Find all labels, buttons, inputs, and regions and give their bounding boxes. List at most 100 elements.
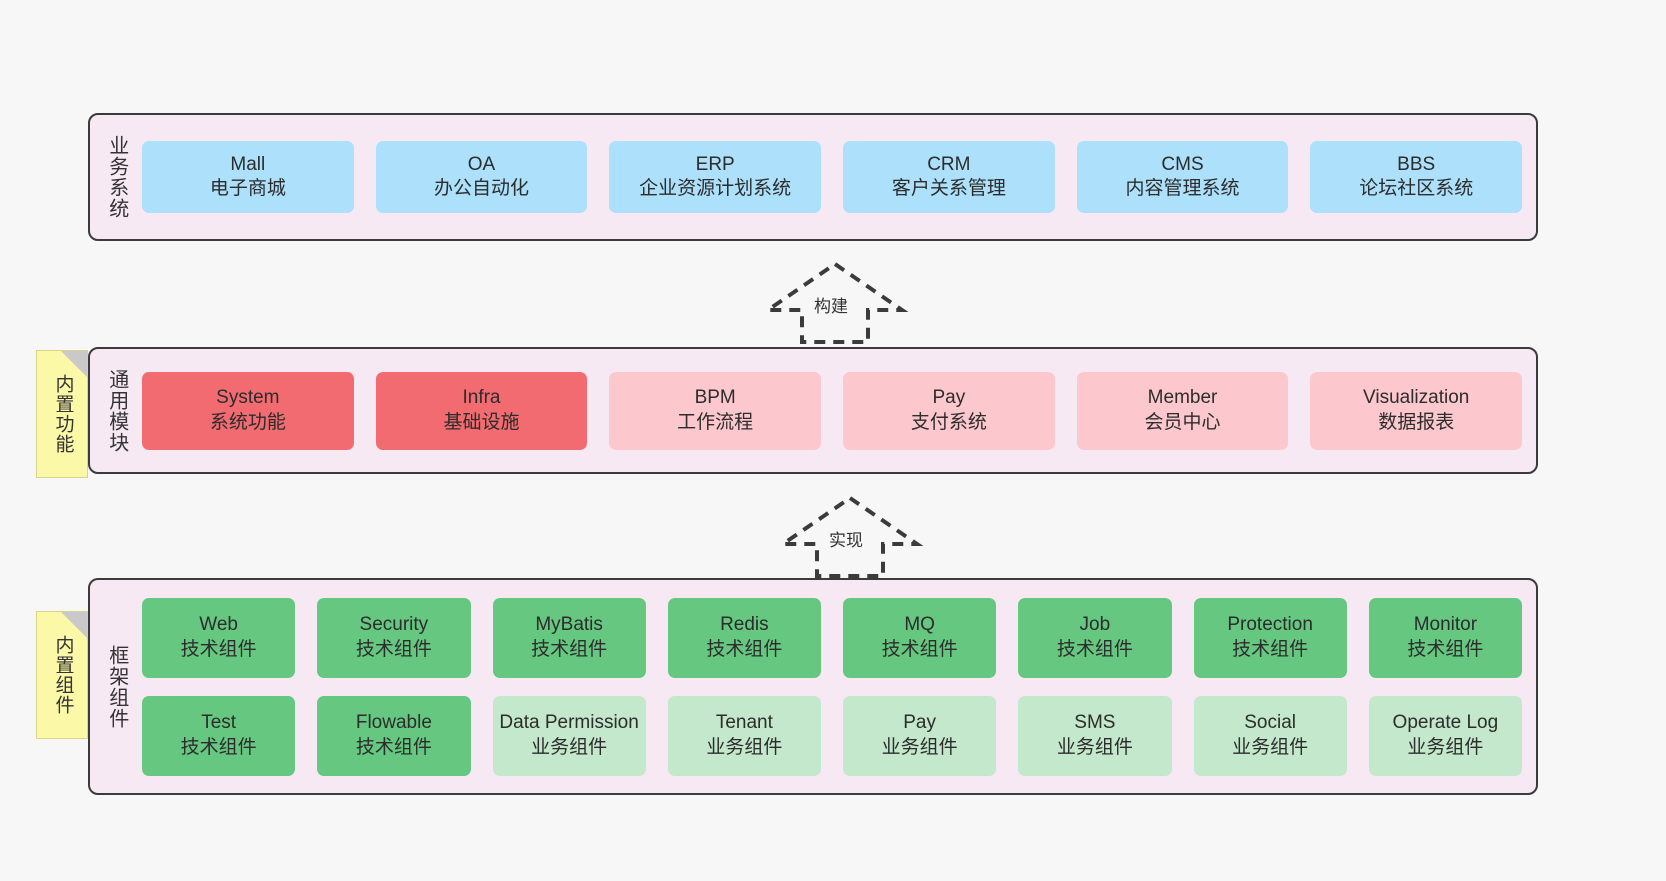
layer-common-modules: 通用模块 System 系统功能 Infra 基础设施 BPM 工作流程 Pay… [88,347,1538,474]
card-title-en: Pay [932,387,966,409]
card-title-en: Visualization [1363,387,1470,409]
layer-body-business: Mall 电子商城 OA 办公自动化 ERP 企业资源计划系统 CRM 客户关系… [138,115,1536,239]
card-title-cn: 业务组件 [1056,736,1133,758]
card-title-en: Operate Log [1392,712,1499,734]
card-title-cn: 支付系统 [910,411,987,433]
card-title-en: Test [201,712,237,734]
card-title-en: Redis [720,614,769,636]
card-title-en: OA [467,153,496,175]
card-system[interactable]: System 系统功能 [142,371,354,450]
card-title-cn: 会员中心 [1144,411,1221,433]
card-title-cn: 系统功能 [209,411,286,433]
card-title-en: Mall [230,153,266,175]
card-title-cn: 技术组件 [1407,638,1484,660]
layer-title-framework: 框架组件 [105,644,128,729]
card-title-cn: 技术组件 [180,638,257,660]
card-title-en: Job [1079,614,1111,636]
card-title-cn: 客户关系管理 [891,178,1006,199]
note-builtin-component-label: 内置组件 [52,635,74,715]
card-title-en: Infra [462,387,501,409]
card-grid: Web 技术组件 Security 技术组件 MyBatis 技术组件 Redi… [142,597,1522,776]
card-title-en: ERP [695,153,735,175]
layer-business-systems: 业务系统 Mall 电子商城 OA 办公自动化 ERP 企业资源计划系统 CRM… [88,113,1538,241]
card-title-cn: 技术组件 [531,638,608,660]
card-title-cn: 技术组件 [881,638,958,660]
card-title-en: SMS [1074,712,1116,734]
card-security[interactable]: Security 技术组件 [317,597,471,678]
connector-implement-shape [776,495,924,578]
layer-title-modules: 通用模块 [105,368,128,453]
card-sms[interactable]: SMS 业务组件 [1018,695,1172,776]
card-title-en: Web [199,614,238,636]
card-social[interactable]: Social 业务组件 [1193,695,1347,776]
card-title-en: Tenant [715,712,773,734]
note-fold-icon [61,612,87,638]
card-title-en: CMS [1161,153,1204,175]
card-title-cn: 业务组件 [881,736,958,758]
card-visualization[interactable]: Visualization 数据报表 [1310,371,1523,450]
card-monitor[interactable]: Monitor 技术组件 [1368,597,1522,678]
card-protection[interactable]: Protection 技术组件 [1193,597,1347,678]
card-data-permission[interactable]: Data Permission 业务组件 [492,695,646,776]
card-job[interactable]: Job 技术组件 [1018,597,1172,678]
card-title-en: MyBatis [535,614,603,636]
card-title-en: Monitor [1413,614,1478,636]
card-title-cn: 技术组件 [355,638,432,660]
card-title-cn: 内容管理系统 [1125,178,1240,199]
card-pay-module[interactable]: Pay 支付系统 [843,371,1055,450]
card-cms[interactable]: CMS 内容管理系统 [1076,141,1289,213]
card-title-en: Protection [1227,614,1313,636]
card-title-en: System [216,387,280,409]
card-row: Mall 电子商城 OA 办公自动化 ERP 企业资源计划系统 CRM 客户关系… [142,141,1523,213]
card-member[interactable]: Member 会员中心 [1076,371,1289,450]
layer-framework-components: 框架组件 Web 技术组件 Security 技术组件 MyBatis 技术组件 [88,578,1538,795]
card-title-en: MQ [904,614,935,636]
connector-implement: 实现 [765,492,935,578]
note-builtin-function-label: 内置功能 [52,374,74,454]
card-test[interactable]: Test 技术组件 [142,695,296,776]
card-crm[interactable]: CRM 客户关系管理 [843,141,1055,213]
card-flowable[interactable]: Flowable 技术组件 [317,695,471,776]
connector-build-label: 构建 [812,292,850,317]
card-title-en: BBS [1397,153,1436,175]
card-web[interactable]: Web 技术组件 [142,597,296,678]
layer-body-modules: System 系统功能 Infra 基础设施 BPM 工作流程 Pay 支付系统… [138,349,1536,472]
card-operate-log[interactable]: Operate Log 业务组件 [1368,695,1522,776]
note-builtin-function[interactable]: 内置功能 [36,350,88,478]
connector-implement-label: 实现 [827,526,865,551]
note-builtin-component[interactable]: 内置组件 [36,611,88,739]
card-title-cn: 技术组件 [1232,638,1309,660]
card-mq[interactable]: MQ 技术组件 [843,597,997,678]
card-bpm[interactable]: BPM 工作流程 [609,371,822,450]
card-pay-component[interactable]: Pay 业务组件 [843,695,997,776]
card-oa[interactable]: OA 办公自动化 [375,141,588,213]
card-title-cn: 电子商城 [209,178,286,199]
card-title-cn: 企业资源计划系统 [639,178,792,199]
card-infra[interactable]: Infra 基础设施 [375,371,588,450]
card-title-en: Flowable [355,712,432,734]
card-erp[interactable]: ERP 企业资源计划系统 [609,141,822,213]
note-fold-icon [61,351,87,377]
card-title-cn: 数据报表 [1378,411,1455,433]
card-title-cn: 工作流程 [677,411,754,433]
card-row-business: Test 技术组件 Flowable 技术组件 Data Permission … [142,695,1522,776]
card-mall[interactable]: Mall 电子商城 [142,141,354,213]
card-title-en: Member [1147,387,1218,409]
card-redis[interactable]: Redis 技术组件 [667,597,821,678]
card-title-cn: 业务组件 [1407,736,1484,758]
card-bbs[interactable]: BBS 论坛社区系统 [1310,141,1523,213]
card-title-cn: 业务组件 [706,736,783,758]
card-tenant[interactable]: Tenant 业务组件 [667,695,821,776]
connector-build-shape [761,261,909,344]
card-title-en: Security [359,614,429,636]
card-title-cn: 技术组件 [180,736,257,758]
card-mybatis[interactable]: MyBatis 技术组件 [492,597,646,678]
connector-build: 构建 [750,258,920,344]
layer-body-framework: Web 技术组件 Security 技术组件 MyBatis 技术组件 Redi… [138,580,1536,793]
card-title-cn: 技术组件 [1056,638,1133,660]
card-title-en: Data Permission [499,712,639,734]
card-title-cn: 业务组件 [1232,736,1309,758]
layer-title-business: 业务系统 [105,135,128,219]
card-title-en: Pay [903,712,936,734]
